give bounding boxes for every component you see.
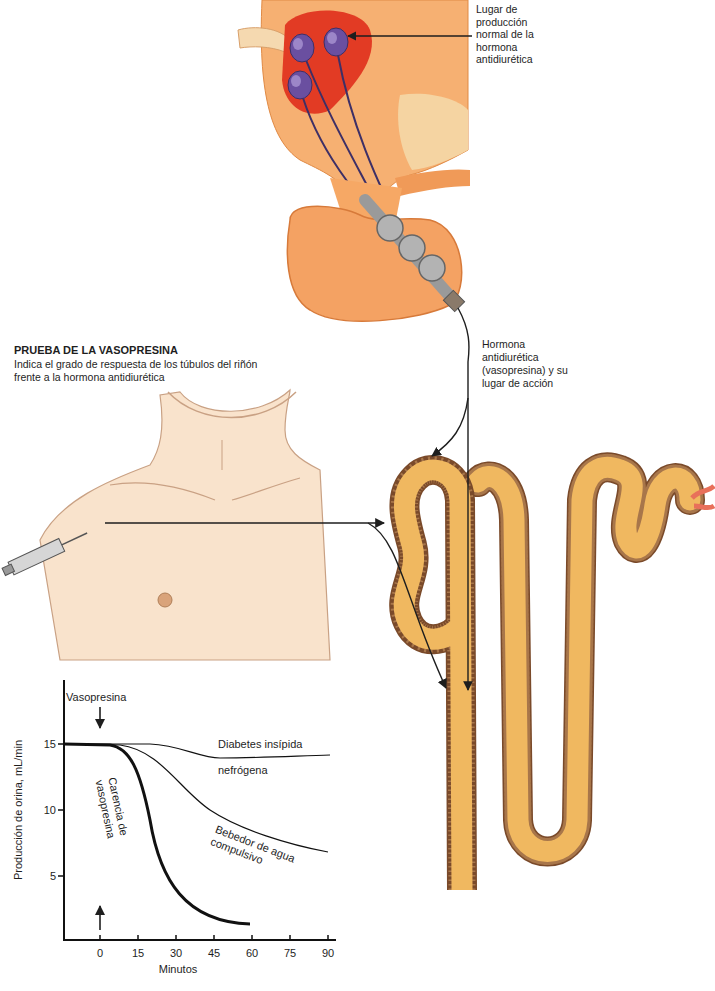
axis-tick: 5: [34, 869, 56, 883]
axis-tick: 30: [164, 946, 188, 960]
injection-arrow: [99, 906, 101, 930]
injection-path: [105, 522, 384, 523]
neck-line: [222, 440, 223, 470]
nerve-ending: [419, 255, 445, 281]
curve-label: Carencia de vasopresina: [93, 776, 136, 864]
x-axis: [63, 939, 336, 941]
axis-tick: 10: [34, 803, 56, 817]
brain-fold: [398, 94, 468, 170]
curve-label: Diabetes insípida nefrógena: [218, 731, 330, 783]
axis-title: Minutos: [148, 962, 208, 976]
injection-arrow: [99, 707, 101, 728]
axis-tick: 75: [278, 946, 302, 960]
axis-title: Producción de orina, mL/min: [11, 720, 25, 900]
brain-fold: [238, 28, 290, 52]
neuron: [290, 34, 314, 62]
axis-tick: 0: [88, 946, 112, 960]
section-note: Indica el grado de respuesta de los túbu…: [14, 358, 264, 383]
injection-path: [368, 523, 446, 688]
y-ticks: [58, 744, 64, 876]
neuron-highlight: [293, 38, 303, 50]
neuron: [324, 28, 348, 56]
chin: [168, 392, 296, 418]
posterior-tract: [365, 200, 455, 302]
clavicle: [110, 478, 300, 500]
optic-band: [395, 169, 470, 196]
x-ticks: [100, 935, 328, 940]
nephron: [404, 467, 690, 890]
leader-line: [348, 35, 472, 36]
neuron-highlight: [291, 75, 301, 87]
neuron-highlight: [327, 32, 337, 44]
hormone-path: [458, 308, 469, 690]
nerve-ending: [377, 215, 403, 241]
hormone-path: [432, 398, 468, 456]
chart: [58, 680, 336, 941]
axis-tick: 90: [316, 946, 340, 960]
brain-region: [261, 0, 468, 200]
tract-end: [443, 290, 464, 311]
section-heading: PRUEBA DE LA VASOPRESINA: [14, 343, 276, 357]
nucleus-region: [282, 11, 372, 114]
axis-tick: 15: [126, 946, 150, 960]
syringe: [1, 527, 90, 579]
axis-tick: 15: [34, 737, 56, 751]
nerve-ending: [399, 235, 425, 261]
site-label: Lugar de producción normal de la hormona…: [476, 3, 556, 66]
axis-tick: 45: [202, 946, 226, 960]
torso: [40, 390, 330, 660]
nipple: [158, 593, 172, 607]
injection-marker: Vasopresina: [66, 690, 156, 704]
hormone-label: Hormona antidiurética (vasopresina) y su…: [482, 338, 570, 390]
blood-vessel: [692, 486, 714, 508]
neuron: [288, 71, 312, 99]
curve-label: Bebedor de agua compulsivo: [209, 823, 321, 887]
axis-tick: 60: [240, 946, 264, 960]
pituitary-gland: [287, 206, 461, 321]
